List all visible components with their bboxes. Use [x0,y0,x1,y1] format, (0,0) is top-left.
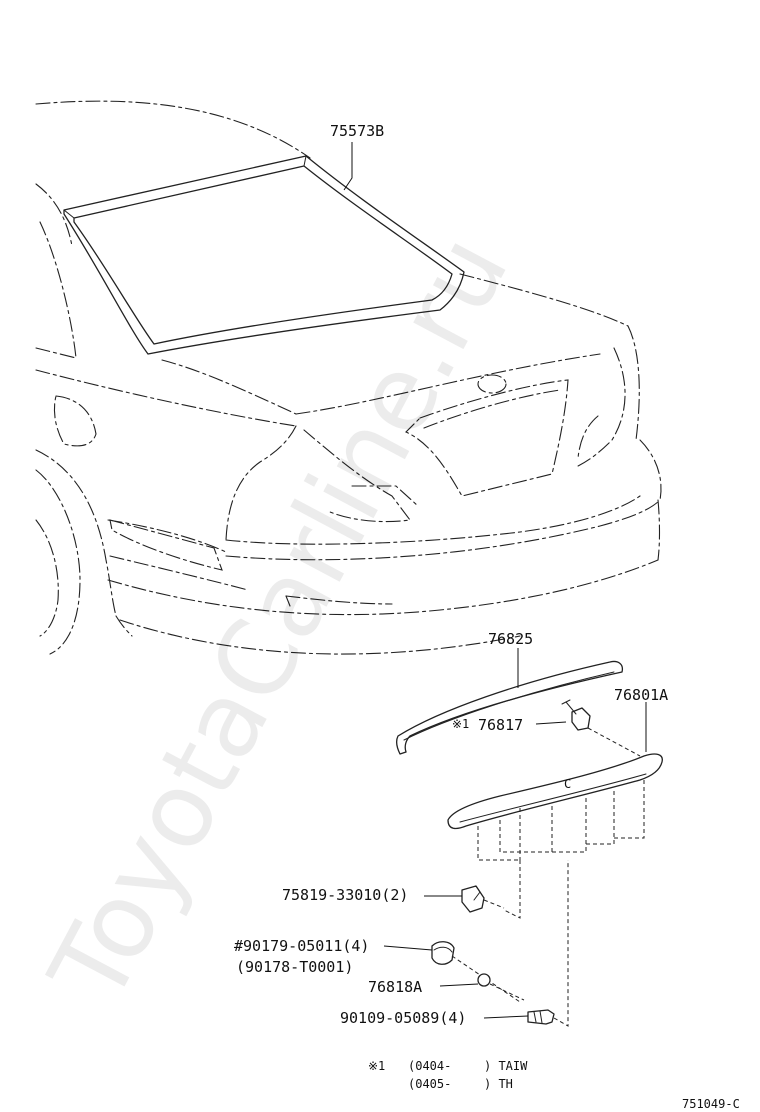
label-76817: 76817 [478,716,523,734]
diagram-code: 751049-C [682,1097,740,1111]
label-90179: #90179-05011(4) [234,937,369,955]
nut-90179 [431,941,521,1003]
watermark: ToyotaCarline.ru [26,216,532,1023]
label-90178: (90178-T0001) [236,958,353,976]
clip-75819 [461,885,505,913]
svg-text:C: C [564,777,571,791]
footnote-line2-open: (0405- [408,1077,451,1091]
footnote-line2-close: ) TH [484,1077,513,1091]
car-body-outline [35,100,662,655]
rear-window-weatherstrip [63,155,465,355]
screw-90109 [527,860,569,1027]
label-90109: 90109-05089(4) [340,1009,466,1027]
label-76817-mark: ※1 [452,717,469,731]
label-76825: 76825 [488,630,533,648]
luggage-moulding-76825 [396,660,624,755]
part-labels: 75573B 76825 76801A ※1 76817 75819-33010… [234,122,668,1027]
footnote-line1-close: ) TAIW [484,1059,528,1073]
footnote: ※1 (0404- ) TAIW (0405- ) TH [368,1059,528,1091]
grommet-76818A [477,973,525,1001]
label-76801A: 76801A [614,686,668,704]
footnote-line1-open: (0404- [408,1059,451,1073]
label-76818A: 76818A [368,978,422,996]
luggage-garnish-76801A: C [447,753,663,919]
connector-76817 [561,699,641,757]
footnote-mark: ※1 [368,1059,385,1073]
label-75573B: 75573B [330,122,384,140]
leader-lines [343,142,647,1019]
label-75819: 75819-33010(2) [282,886,408,904]
